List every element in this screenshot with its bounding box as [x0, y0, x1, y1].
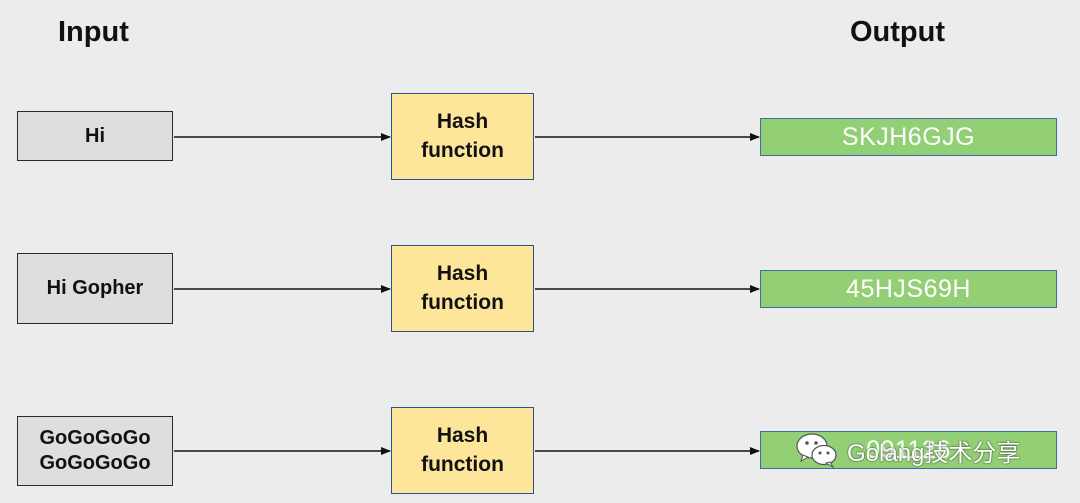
hash-label-line1: Hash: [436, 110, 489, 134]
hash-function-box-3: Hash function: [391, 407, 534, 494]
input-box-1: Hi: [17, 111, 173, 161]
output-box-1: SKJH6GJG: [760, 118, 1057, 156]
watermark-text: Golang技术分享: [847, 439, 1021, 467]
output-text-1: SKJH6GJG: [841, 122, 976, 151]
watermark: Golang技术分享: [795, 430, 1020, 470]
output-box-2: 45HJS69H: [760, 270, 1057, 308]
hash-label-line2: function: [421, 138, 504, 162]
hash-label-line1: Hash: [436, 262, 489, 286]
hash-function-box-2: Hash function: [391, 245, 534, 332]
input-text-2: Hi Gopher: [46, 277, 144, 299]
hash-label-line2: function: [421, 290, 504, 314]
output-text-3: 091126: [866, 435, 951, 464]
hash-label-line1: Hash: [436, 424, 489, 448]
output-text-2: 45HJS69H: [846, 274, 971, 303]
input-box-3: GoGoGoGo GoGoGoGo: [17, 416, 173, 486]
hash-label-line2: function: [421, 452, 504, 476]
input-text-3-line1: GoGoGoGo: [39, 427, 151, 449]
input-text-1: Hi: [85, 124, 105, 147]
input-text-3-line2: GoGoGoGo: [39, 452, 151, 474]
hash-function-box-1: Hash function: [391, 93, 534, 180]
wechat-icon: [796, 433, 837, 469]
input-heading: Input: [58, 16, 129, 48]
input-box-2: Hi Gopher: [17, 253, 173, 324]
output-heading: Output: [850, 16, 946, 48]
